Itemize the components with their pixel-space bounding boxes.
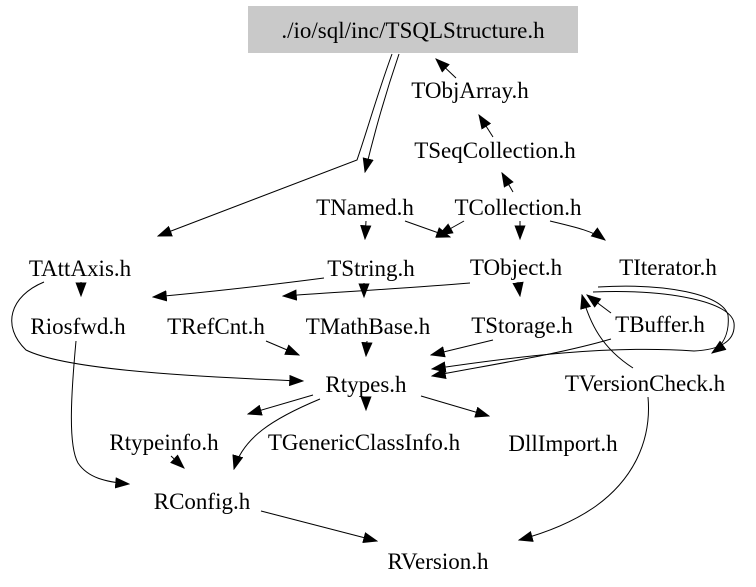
node-rversion[interactable]: RVersion.h <box>387 549 489 574</box>
node-titerator[interactable]: TIterator.h <box>619 255 717 280</box>
edge-tsqlstructure-tattaxis <box>156 53 393 237</box>
edge-riosfwd-rconfig <box>70 340 131 489</box>
node-riosfwd[interactable]: Riosfwd.h <box>30 314 126 339</box>
edge-rtypes-dllimport <box>420 395 491 418</box>
node-tobject[interactable]: TObject.h <box>470 255 563 280</box>
edge-tseqcollection-tobjarray <box>478 113 494 138</box>
node-tstorage[interactable]: TStorage.h <box>471 313 573 338</box>
node-tbuffer[interactable]: TBuffer.h <box>615 312 705 337</box>
root-node-box <box>248 6 578 53</box>
edge-tstring-riosfwd <box>151 277 325 302</box>
edge-tversioncheck-rversion <box>517 396 650 542</box>
node-tseqcollection[interactable]: TSeqCollection.h <box>414 138 576 163</box>
node-rtypes[interactable]: Rtypes.h <box>325 372 407 397</box>
edge-rconfig-rversion <box>260 510 379 544</box>
edge-tobject-trefcnt <box>281 282 471 301</box>
edge-rtypes-rtypeinfo <box>246 394 314 416</box>
edge-tbuffer-rtypes <box>430 338 612 379</box>
edge-tstorage-rtypes <box>429 339 494 358</box>
edge-tattaxis-rtypes <box>11 281 305 387</box>
node-tcollection[interactable]: TCollection.h <box>454 195 582 220</box>
edge-tobjarray-tsqlstructure <box>435 58 457 79</box>
edge-tmathbase-rtypes <box>361 340 373 358</box>
node-tmathbase[interactable]: TMathBase.h <box>306 314 431 339</box>
edge-group <box>11 53 735 544</box>
edge-rtypeinfo-rconfig <box>170 454 185 469</box>
node-dllimport[interactable]: DllImport.h <box>508 431 618 456</box>
edge-rtypes-rconfig <box>232 398 321 471</box>
node-rconfig[interactable]: RConfig.h <box>154 489 251 514</box>
edge-titerator-rtypes <box>430 291 735 373</box>
node-tversioncheck[interactable]: TVersionCheck.h <box>565 371 726 396</box>
node-tobjarray[interactable]: TObjArray.h <box>411 78 529 103</box>
edge-titerator-tversioncheck <box>597 285 729 354</box>
node-rtypeinfo[interactable]: Rtypeinfo.h <box>109 430 219 455</box>
node-tnamed[interactable]: TNamed.h <box>316 195 414 220</box>
edge-tversioncheck-tobject <box>580 293 634 369</box>
edge-tcollection-tseqcollection <box>501 171 514 193</box>
edge-tnamed-tobject <box>404 220 452 238</box>
edge-tcollection-titerator <box>549 220 607 241</box>
edge-tsqlstructure-tnamed <box>362 53 400 174</box>
node-tattaxis[interactable]: TAttAxis.h <box>29 256 132 281</box>
edge-trefcnt-rtypes <box>265 340 301 356</box>
edge-tcollection-tstring <box>437 220 465 236</box>
node-tstring[interactable]: TString.h <box>327 256 415 281</box>
node-tgenericclassinfo[interactable]: TGenericClassInfo.h <box>268 430 461 455</box>
node-trefcnt[interactable]: TRefCnt.h <box>167 314 265 339</box>
node-tsqlstructure: ./io/sql/inc/TSQLStructure.h <box>281 18 545 43</box>
edge-tbuffer-tobject <box>586 294 612 314</box>
edge-tnamed-tstring <box>360 220 372 241</box>
edge-tobject-tstorage <box>512 281 524 298</box>
